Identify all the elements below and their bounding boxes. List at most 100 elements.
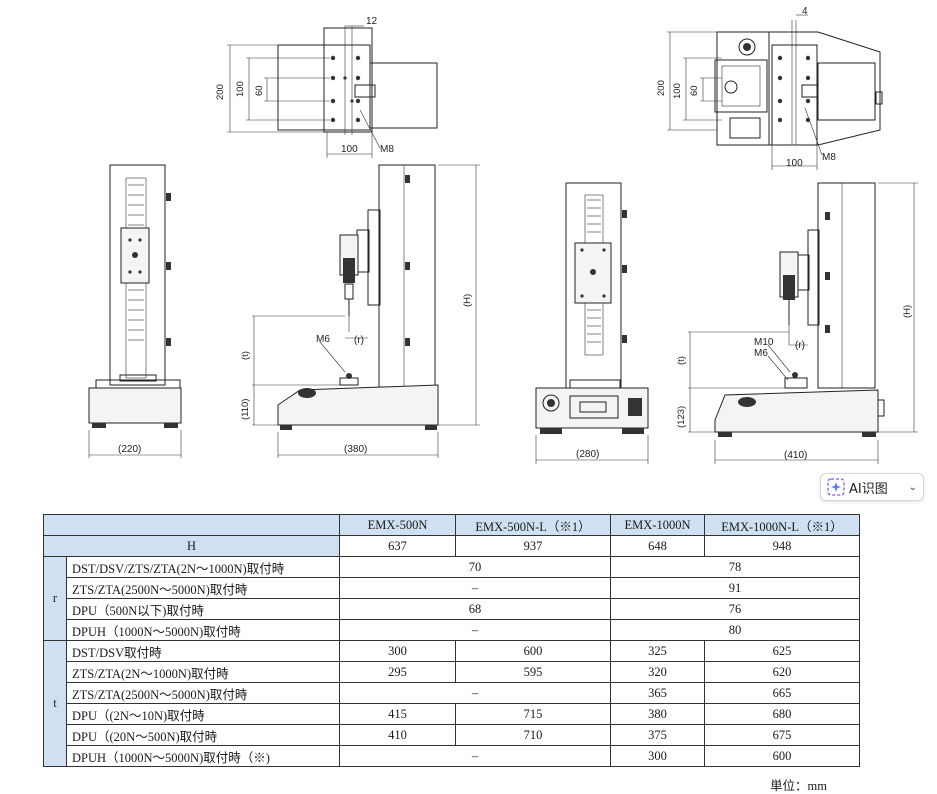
table-cell: 410 <box>339 724 456 746</box>
dim-123: (123) <box>676 406 687 428</box>
table-cell: 625 <box>704 640 860 662</box>
table-cell: 78 <box>610 556 860 578</box>
table-cell: 325 <box>610 640 705 662</box>
table-cell: 365 <box>610 682 705 704</box>
table-row: ZTS/ZTA(2500N～5000N)取付時 – 91 <box>44 577 860 599</box>
dim-100-bottom-right: 100 <box>786 158 803 169</box>
table-cell: 91 <box>610 577 860 599</box>
h-row: H 637 937 648 948 <box>43 535 860 557</box>
table-cell: 80 <box>610 619 860 641</box>
dim-r: (r) <box>354 335 364 346</box>
table-cell: 76 <box>610 598 860 620</box>
dim-12: 12 <box>366 16 378 27</box>
label-m6-1000: M6 <box>754 348 768 359</box>
dim-h-1000: (H) <box>902 305 913 318</box>
dim-200-right: 200 <box>656 80 667 96</box>
chevron-down-icon: ⌄ <box>908 481 917 493</box>
front-view-emx1000: (280) <box>535 182 649 464</box>
dim-100-bottom: 100 <box>341 144 358 155</box>
table-row: DPUH（1000N～5000N)取付時（※) – 300 600 <box>44 745 860 767</box>
table-cell: 70 <box>339 556 611 578</box>
table-cell: 680 <box>704 703 860 725</box>
row-label: DPU（500N以下)取付時 <box>66 598 340 620</box>
table-cell: 715 <box>455 703 611 725</box>
table-cell: – <box>339 577 611 599</box>
ai-sparkle-icon <box>827 478 845 496</box>
header-row: EMX-500N EMX-500N-L（※1） EMX-1000N EMX-10… <box>43 514 860 536</box>
dim-410: (410) <box>784 450 807 461</box>
header-emx1000n: EMX-1000N <box>610 514 705 536</box>
label-m8-right: M8 <box>822 152 836 163</box>
table-cell: 375 <box>610 724 705 746</box>
header-emx500n: EMX-500N <box>339 514 456 536</box>
table-row: t DST/DSV取付時 300 600 325 625 <box>43 640 860 767</box>
ai-recognize-button[interactable]: AI识图 ⌄ <box>820 473 924 501</box>
table-row: DPU（500N以下)取付時 68 76 <box>44 598 860 620</box>
table-cell: 300 <box>610 745 705 767</box>
table-row: r DST/DSV/ZTS/ZTA(2N～1000N)取付時 70 78 <box>43 556 860 641</box>
dim-100: 100 <box>235 81 246 97</box>
table-cell: 675 <box>704 724 860 746</box>
table-row: DPU（(2N～10N)取付時 415 715 380 680 <box>44 703 860 725</box>
row-label: DPUH（1000N～5000N)取付時 <box>66 619 340 641</box>
header-blank <box>43 514 340 536</box>
dim-100-right: 100 <box>672 83 683 99</box>
row-label: ZTS/ZTA(2500N～5000N)取付時 <box>66 682 340 704</box>
table-cell: 637 <box>339 535 456 557</box>
table-cell: 595 <box>455 661 611 683</box>
table-cell: 600 <box>455 640 611 662</box>
dim-280: (280) <box>576 449 599 460</box>
h-label: H <box>43 535 340 557</box>
label-m10: M10 <box>754 337 774 348</box>
table-cell: 620 <box>704 661 860 683</box>
row-label: ZTS/ZTA(2500N～5000N)取付時 <box>66 577 340 599</box>
table-cell: 300 <box>339 640 456 662</box>
table-cell: 600 <box>704 745 860 767</box>
label-m6: M6 <box>316 334 330 345</box>
table-cell: – <box>339 745 611 767</box>
dim-200: 200 <box>215 84 226 100</box>
dim-t: (t) <box>240 351 251 360</box>
ai-chip-label: AI识图 <box>849 481 888 497</box>
header-emx500n-l: EMX-500N-L（※1） <box>455 514 611 536</box>
table-cell: 295 <box>339 661 456 683</box>
dim-110: (110) <box>240 399 251 420</box>
table-cell: – <box>339 619 611 641</box>
table-cell: 380 <box>610 703 705 725</box>
table-cell: – <box>339 682 611 704</box>
table-cell: 665 <box>704 682 860 704</box>
dim-4: 4 <box>802 6 808 17</box>
table-cell: 415 <box>339 703 456 725</box>
side-view-emx500: (t) (r) M6 (110) (H) (380) <box>240 164 480 458</box>
table-cell: 68 <box>339 598 611 620</box>
dim-60: 60 <box>254 85 265 96</box>
row-label: ZTS/ZTA(2N～1000N)取付時 <box>66 661 340 683</box>
header-emx1000n-l: EMX-1000N-L（※1） <box>704 514 860 536</box>
dim-r-1000: (r) <box>795 340 805 351</box>
dim-220: (220) <box>118 444 141 455</box>
dim-60-right: 60 <box>689 85 700 96</box>
table-row: DPUH（1000N～5000N)取付時 – 80 <box>44 619 860 641</box>
dim-380: (380) <box>344 444 367 455</box>
table-row: ZTS/ZTA(2N～1000N)取付時 295 595 320 620 <box>44 661 860 683</box>
table-cell: 320 <box>610 661 705 683</box>
t-group-label: t <box>43 640 67 767</box>
plan-view-emx500: 12 200 100 60 100 M8 <box>215 16 438 158</box>
table-cell: 648 <box>610 535 705 557</box>
dim-t-1000: (t) <box>676 356 687 365</box>
side-view-emx1000: (t) (r) M10 M6 (123) (H) (410) <box>676 182 918 464</box>
front-view-emx500: (220) <box>88 164 182 458</box>
dim-h: (H) <box>462 294 473 307</box>
row-label: DPU（(2N～10N)取付時 <box>66 703 340 725</box>
table-cell: 710 <box>455 724 611 746</box>
spec-table: EMX-500N EMX-500N-L（※1） EMX-1000N EMX-10… <box>43 514 860 767</box>
row-label: DST/DSV取付時 <box>66 640 340 662</box>
dimension-drawings: 12 200 100 60 100 M8 4 <box>88 6 918 464</box>
table-row: DPU（(20N～500N)取付時 410 710 375 675 <box>44 724 860 746</box>
table-cell: 937 <box>455 535 611 557</box>
plan-view-emx1000: 4 200 100 60 100 M8 <box>656 6 883 170</box>
table-cell: 948 <box>704 535 860 557</box>
r-group-label: r <box>43 556 67 641</box>
unit-label: 単位：mm <box>770 779 827 793</box>
row-label: DPU（(20N～500N)取付時 <box>66 724 340 746</box>
